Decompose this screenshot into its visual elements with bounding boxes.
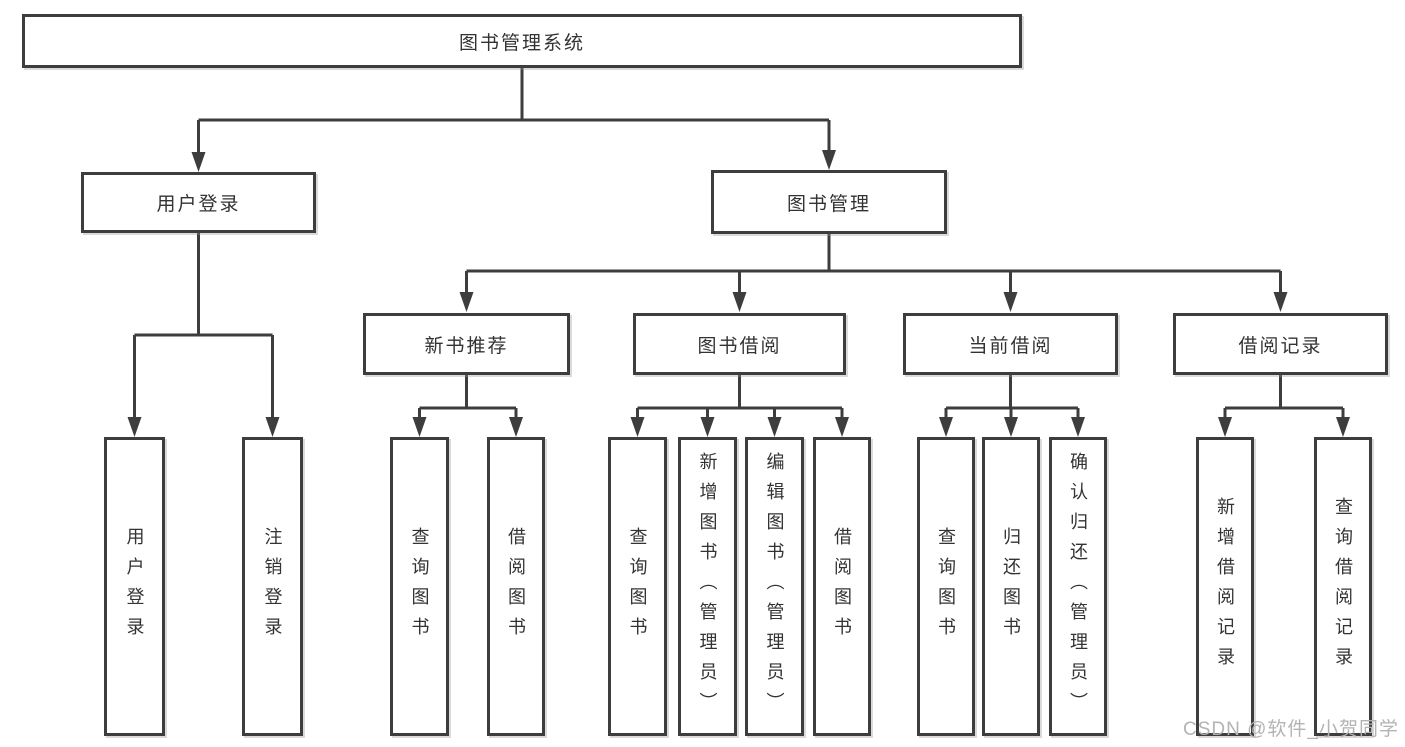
connector-lines: [133, 68, 1345, 421]
node-label: 确认归还（管理员）: [1068, 451, 1088, 722]
arrow-down-icon: [1071, 417, 1085, 437]
arrow-down-icon: [1273, 292, 1288, 312]
arrow-down-icon: [630, 417, 645, 437]
csdn-watermark: CSDN @软件_小贺同学: [1183, 719, 1399, 740]
arrow-down-icon: [939, 417, 953, 437]
node-library-management-system: 图书管理系统: [22, 14, 1022, 68]
node-current-borrowing: 当前借阅: [903, 313, 1118, 375]
arrow-down-icon: [191, 152, 206, 172]
leaf-current-confirm-return-admin: 确认归还（管理员）: [1049, 437, 1107, 736]
leaf-records-query-borrow-record: 查询借阅记录: [1314, 437, 1372, 736]
node-label: 借阅图书: [832, 526, 852, 647]
arrow-down-icon: [767, 417, 782, 437]
leaf-current-query-books: 查询图书: [917, 437, 975, 736]
arrow-down-icon: [1218, 417, 1232, 437]
leaf-borrowing-add-books-admin: 新增图书（管理员）: [678, 437, 737, 736]
arrow-down-icon: [127, 417, 142, 437]
node-label: 编辑图书（管理员）: [764, 451, 785, 722]
node-label: 查询图书: [627, 526, 648, 647]
arrowhead-icons: [127, 150, 1350, 437]
node-label: 当前借阅: [968, 335, 1053, 357]
arrow-down-icon: [509, 417, 523, 437]
node-label: 新增借阅记录: [1215, 496, 1235, 677]
arrow-down-icon: [1336, 417, 1350, 437]
leaf-borrowing-query-books: 查询图书: [608, 437, 667, 736]
arrow-down-icon: [700, 417, 715, 437]
leaf-recommend-query-books: 查询图书: [390, 437, 449, 736]
node-label: 注销登录: [262, 526, 283, 647]
node-label: 用户登录: [156, 194, 241, 215]
leaf-borrowing-borrow-books: 借阅图书: [813, 437, 871, 736]
node-label: 借阅图书: [506, 526, 526, 647]
leaf-user-login: 用户登录: [104, 437, 165, 736]
arrow-down-icon: [1003, 292, 1018, 312]
arrow-down-icon: [732, 292, 747, 312]
node-label: 图书管理系统: [458, 32, 585, 54]
arrow-down-icon: [459, 292, 474, 312]
leaf-recommend-borrow-books: 借阅图书: [487, 437, 545, 736]
node-label: 图书管理: [786, 193, 871, 215]
arrow-down-icon: [835, 417, 849, 437]
node-label: 借阅记录: [1238, 335, 1323, 357]
arrow-down-icon: [412, 417, 427, 437]
node-book-borrowing: 图书借阅: [633, 313, 846, 375]
node-borrowing-records: 借阅记录: [1173, 313, 1388, 375]
arrow-down-icon: [1004, 417, 1018, 437]
node-label: 新书推荐: [424, 335, 509, 357]
leaf-borrowing-edit-books-admin: 编辑图书（管理员）: [745, 437, 804, 736]
leaf-logout: 注销登录: [242, 437, 303, 736]
node-new-book-recommend: 新书推荐: [363, 313, 570, 375]
arrow-down-icon: [822, 150, 836, 170]
node-label: 用户登录: [124, 526, 145, 647]
node-label: 查询图书: [409, 526, 430, 647]
arrow-down-icon: [265, 417, 280, 437]
node-label: 归还图书: [1001, 526, 1021, 647]
node-label: 查询图书: [936, 526, 956, 647]
node-label: 查询借阅记录: [1333, 496, 1353, 677]
node-label: 新增图书（管理员）: [697, 451, 718, 722]
node-label: 图书借阅: [697, 335, 782, 357]
leaf-records-add-borrow-record: 新增借阅记录: [1196, 437, 1254, 736]
node-book-management: 图书管理: [711, 170, 947, 234]
node-user-login: 用户登录: [81, 172, 316, 233]
leaf-current-return-books: 归还图书: [982, 437, 1040, 736]
